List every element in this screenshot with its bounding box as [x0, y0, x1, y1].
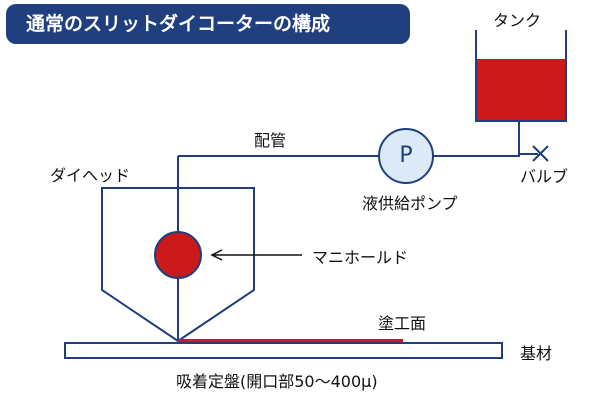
pipe-label: 配管: [254, 131, 287, 150]
valve-icon-cross: [532, 145, 549, 162]
valve-label: バルブ: [520, 167, 569, 186]
die-head: [101, 187, 255, 343]
pump-symbol: P: [399, 143, 413, 168]
tank-label: タンク: [493, 11, 542, 30]
pump-label: 液供給ポンプ: [362, 194, 458, 213]
suction-table-label: 吸着定盤(開口部50〜400µ): [176, 372, 378, 391]
manifold-label: マニホールド: [312, 248, 409, 267]
manifold-arrow-head: [210, 249, 223, 261]
substrate: [64, 342, 503, 359]
tank: [475, 30, 567, 122]
tank-liquid: [476, 59, 566, 121]
coating-surface-label: 塗工面: [378, 314, 427, 333]
coating-layer: [178, 339, 403, 343]
manifold: [154, 231, 202, 279]
pump: [378, 128, 434, 184]
title-badge: 通常のスリットダイコーターの構成: [6, 4, 410, 44]
die-head-label: ダイヘッド: [50, 166, 131, 185]
substrate-label: 基材: [520, 344, 553, 363]
